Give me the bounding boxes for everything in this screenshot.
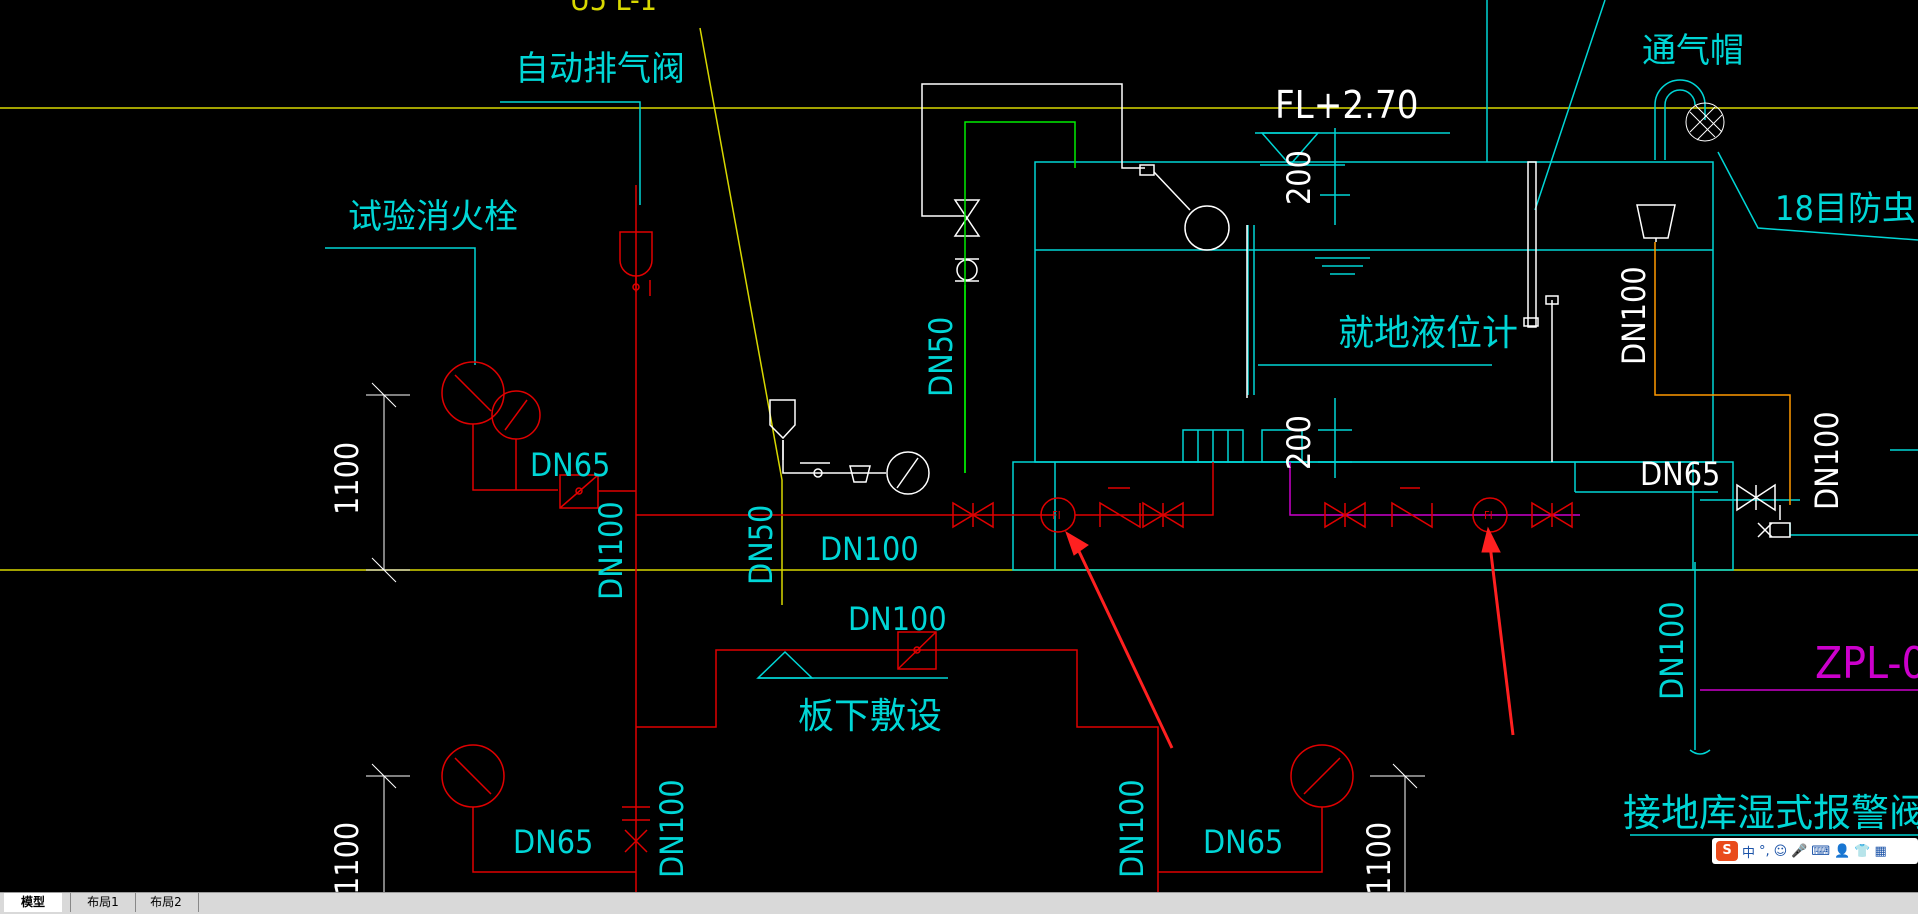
dn100-right-side-label: DN100 [1808,411,1846,510]
mesh-18-label: 18目防虫网 [1775,189,1918,229]
ime-logo-icon[interactable]: S [1716,841,1738,861]
cyan-leaders [325,0,1918,836]
dn100-right-upper-label: DN100 [1615,266,1653,365]
top-ref-label: U5 L-1 [570,0,657,18]
flow-meter-2-label: FI [1484,509,1493,522]
auto-air-valve-label: 自动排气阀 [515,49,685,89]
grid-icon[interactable]: ▦ [1874,843,1887,859]
dn65-bottom-left-label: DN65 [513,823,593,861]
shirt-icon[interactable]: 👕 [1854,843,1871,859]
keyboard-icon[interactable]: ⌨ [1811,843,1831,859]
magenta-pipe [1289,462,1918,691]
dn100-bottom-mid-label: DN100 [848,600,947,638]
tab-layout-2[interactable]: 布局2 [134,893,199,912]
tab-layout-1[interactable]: 布局1 [70,893,136,912]
flow-meter-1-label: FI [1052,509,1061,522]
under-slab-label: 板下敷设 [798,696,942,737]
cad-labels: U5 L-1 自动排气阀 试验消火栓 DN65 DN100 1100 DN50 … [328,0,1918,892]
ime-toolbar[interactable]: S 中 °, ☺ 🎤 ⌨ 👤 👕 ▦ [1712,838,1918,864]
dimension-lines [366,382,1425,892]
connect-note-label: 接地库湿式报警阀前管网 [1623,791,1918,835]
dim-200-upper: 200 [1280,150,1318,205]
orange-pipe [1654,242,1791,505]
user-icon[interactable]: 👤 [1834,843,1851,859]
dn100-bottom-right-vert-label: DN100 [1113,779,1151,878]
red-piping [441,185,1573,892]
dn50-upper-label: DN50 [922,317,960,397]
dim-1100-bottom-right: 1100 [1360,822,1398,892]
ime-language-toggle[interactable]: 中 [1742,845,1756,861]
dn100-right-lower-label: DN100 [1653,601,1691,700]
red-arrows [1065,526,1515,749]
layout-tab-bar: 模型 布局1 布局2 [0,892,1918,914]
dim-200-lower: 200 [1280,415,1318,470]
zpl-label: ZPL-0 [1815,638,1918,689]
right-valves [1736,483,1791,538]
dn65-right-label: DN65 [1640,455,1720,493]
dn100-vertical-label: DN100 [592,501,630,600]
local-level-gauge-label: 就地液位计 [1338,313,1518,354]
dn100-bottom-vert-label: DN100 [653,779,691,878]
dim-1100-bottom-left: 1100 [328,822,366,892]
dim-1100-top: 1100 [328,442,366,515]
emoji-icon[interactable]: ☺ [1773,843,1788,859]
insect-mesh-icon [1685,102,1725,142]
dn100-mid-label: DN100 [820,530,919,568]
punctuation-icon[interactable]: °, [1759,843,1770,859]
dn50-mid-label: DN50 [742,505,780,585]
white-lines [769,83,1781,520]
test-hydrant-label: 试验消火栓 [348,197,518,237]
vent-cap-label: 通气帽 [1642,31,1744,71]
level-fl-label: FL+2.70 [1275,83,1418,127]
cad-drawing-canvas[interactable]: U5 L-1 自动排气阀 试验消火栓 DN65 DN100 1100 DN50 … [0,0,1918,892]
tab-model[interactable]: 模型 [4,893,62,912]
dn65-left-label: DN65 [530,446,610,484]
dn65-bottom-right-label: DN65 [1203,823,1283,861]
microphone-icon[interactable]: 🎤 [1791,843,1808,859]
dn50-green-pipe [964,121,1076,473]
